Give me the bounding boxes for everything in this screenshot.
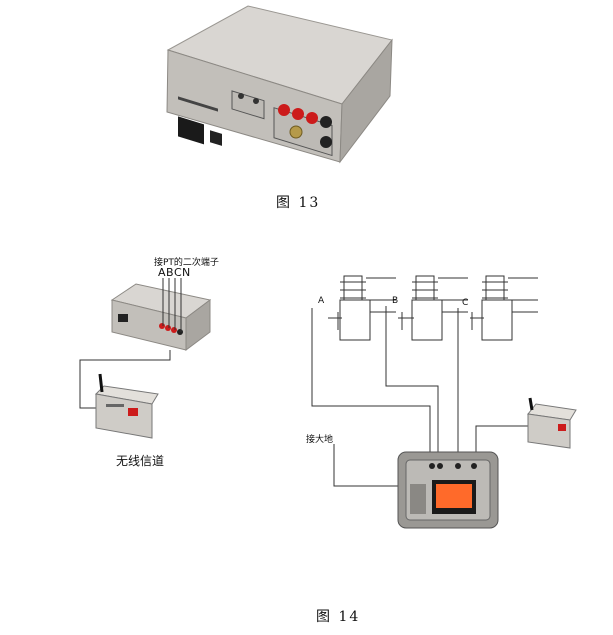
transformer-label-c: C: [462, 298, 469, 308]
figure-14-caption: 图 14: [316, 609, 361, 625]
current-transformer-icon: [328, 275, 538, 341]
switch-icon: [210, 130, 222, 146]
phase-label-b: B: [166, 266, 174, 279]
wireless-channel-label: 无线信道: [116, 454, 165, 468]
main-instrument: [397, 451, 499, 529]
transformer-label-a: A: [318, 296, 325, 306]
phase-label-n: N: [182, 266, 191, 279]
pt-terminal-label: 接PT的二次端子: [154, 258, 219, 268]
phase-label-c: C: [174, 266, 182, 279]
figure-13-caption: 图 13: [276, 195, 321, 211]
ground-label: 接大地: [306, 435, 334, 445]
power-socket-icon: [178, 116, 204, 145]
left-device: [110, 283, 212, 351]
antenna-icon: [98, 373, 104, 393]
antenna-icon: [528, 397, 534, 411]
right-wireless-module: [527, 397, 577, 449]
transformer-label-b: B: [392, 296, 399, 306]
left-wireless-module: [94, 373, 159, 439]
phase-label-a: A: [158, 266, 166, 279]
terminal-post-icon: [278, 104, 332, 148]
